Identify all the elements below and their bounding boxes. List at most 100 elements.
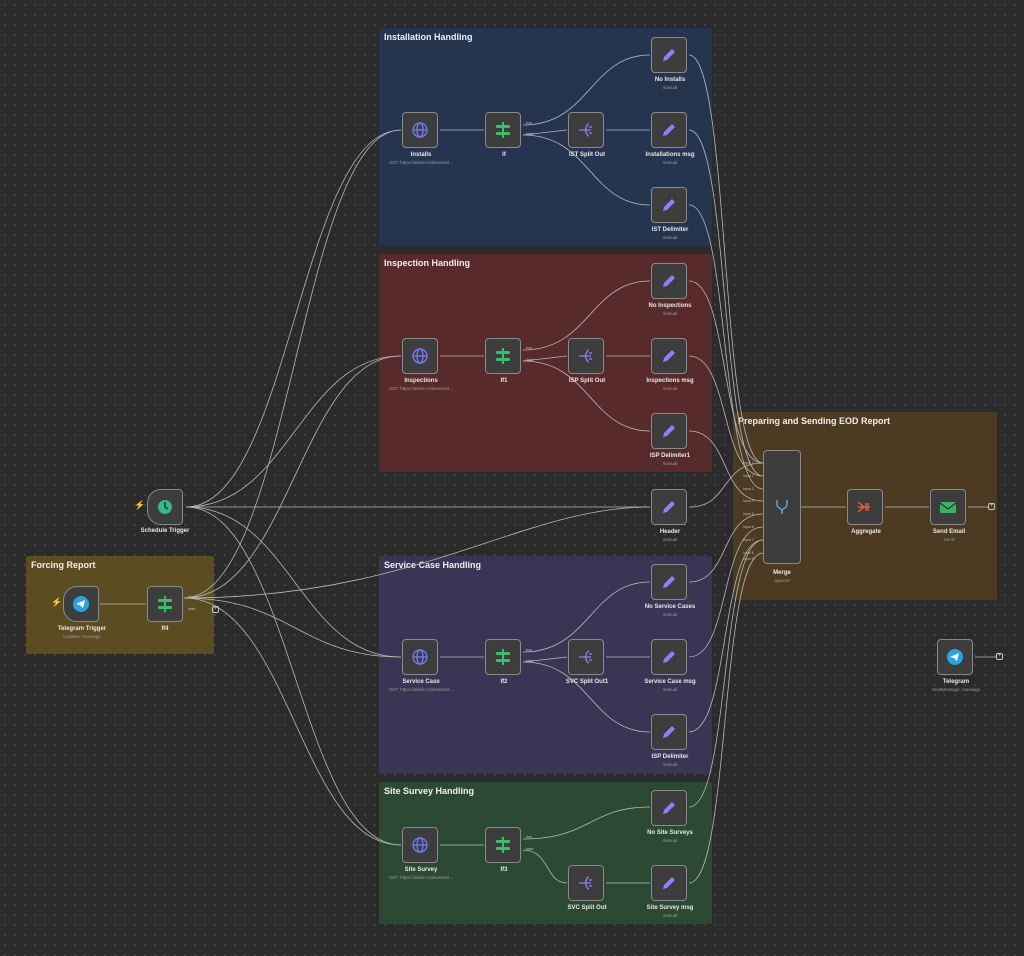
site-survey-node[interactable] [402, 827, 438, 863]
add-node-button[interactable]: + [988, 503, 995, 510]
if1-node[interactable] [485, 338, 521, 374]
node-label: If3 [500, 867, 508, 873]
aggregate-node[interactable] [847, 489, 883, 525]
split-out-icon [577, 347, 595, 365]
mail-icon [939, 498, 957, 516]
node-label: Header [659, 529, 681, 535]
send-email-node[interactable] [930, 489, 966, 525]
inspections-node[interactable] [402, 338, 438, 374]
merge-input-label: Input 3 [743, 487, 754, 491]
node-label: Telegram Trigger [57, 626, 107, 632]
clock-icon [156, 498, 174, 516]
isp-delimiter1-node[interactable] [651, 413, 687, 449]
ist-split-out-node[interactable] [568, 112, 604, 148]
no-service-cases-node[interactable] [651, 564, 687, 600]
true-port-label: true [526, 835, 533, 839]
node-label: Schedule Trigger [140, 528, 190, 534]
telegram-trigger-node[interactable] [63, 586, 99, 622]
pencil-icon [660, 196, 678, 214]
service-case-msg-node[interactable] [651, 639, 687, 675]
node-label: If1 [500, 378, 508, 384]
globe-icon [411, 648, 429, 666]
if-node[interactable] [485, 112, 521, 148]
group-title: Service Case Handling [384, 560, 482, 570]
add-node-button[interactable]: + [212, 606, 219, 613]
telegram-node[interactable] [937, 639, 973, 675]
merge-input-label: Input 2 [743, 474, 754, 478]
pencil-icon [660, 573, 678, 591]
group-title: Installation Handling [384, 32, 473, 42]
globe-icon [411, 347, 429, 365]
group-title: Forcing Report [31, 560, 96, 570]
node-subtitle: manual [662, 913, 678, 918]
isp-delimiter-node[interactable] [651, 714, 687, 750]
if-icon [156, 595, 174, 613]
false-port-label: false [526, 659, 534, 663]
no-installs-node[interactable] [651, 37, 687, 73]
true-port-label: true [526, 121, 533, 125]
pencil-icon [660, 347, 678, 365]
no-site-surveys-node[interactable] [651, 790, 687, 826]
node-subtitle: sendMessage: message [931, 687, 981, 692]
node-subtitle: manual [662, 762, 678, 767]
node-subtitle: manual [662, 235, 678, 240]
pencil-icon [660, 723, 678, 741]
globe-icon [411, 121, 429, 139]
svc-split-out-node[interactable] [568, 865, 604, 901]
node-label: No Site Surveys [647, 830, 693, 836]
node-subtitle: manual [662, 386, 678, 391]
split-out-icon [577, 874, 595, 892]
node-subtitle: Send [943, 537, 955, 542]
node-label: Send Email [932, 529, 966, 535]
if4-node[interactable] [147, 586, 183, 622]
pencil-icon [660, 422, 678, 440]
merge-input-label: Input 8 [743, 551, 754, 555]
node-label: No Inspections [648, 303, 692, 309]
node-subtitle: Updates: message [63, 634, 101, 639]
inspections-msg-node[interactable] [651, 338, 687, 374]
if3-node[interactable] [485, 827, 521, 863]
merge-input-label: Input 7 [743, 538, 754, 542]
node-label: Installs [410, 152, 432, 158]
node-label: No Installs [654, 77, 686, 83]
node-label: IST Split Out [569, 152, 605, 158]
node-label: Site Survey [404, 867, 438, 873]
schedule-trigger-node[interactable] [147, 489, 183, 525]
pencil-icon [660, 46, 678, 64]
ist-delimiter-node[interactable] [651, 187, 687, 223]
isp-split-out-node[interactable] [568, 338, 604, 374]
true-port-label: true [526, 648, 533, 652]
header-node[interactable] [651, 489, 687, 525]
node-label: If [502, 152, 506, 158]
node-label: Inspections [404, 378, 438, 384]
node-label: Service Case msg [644, 679, 696, 685]
node-label: ISP Split Out [568, 378, 606, 384]
installs-node[interactable] [402, 112, 438, 148]
merge-input-label: Input 9 [743, 557, 754, 561]
node-label: SVC Split Out [567, 905, 607, 911]
node-label: No Service Cases [644, 604, 696, 610]
connection-line [185, 506, 402, 846]
if2-node[interactable] [485, 639, 521, 675]
trigger-bolt-icon: ⚡ [134, 500, 146, 510]
add-node-button[interactable]: + [996, 653, 1003, 660]
node-subtitle: manual [662, 461, 678, 466]
service-case-node[interactable] [402, 639, 438, 675]
pencil-icon [660, 799, 678, 817]
svc-split-out1-node[interactable] [568, 639, 604, 675]
node-subtitle: manual [662, 160, 678, 165]
telegram-icon [72, 595, 90, 613]
connection-line [185, 129, 402, 508]
aggregate-icon [856, 498, 874, 516]
node-label: ISP Delimiter [651, 754, 689, 760]
pencil-icon [660, 874, 678, 892]
group-title: Site Survey Handling [384, 786, 475, 796]
telegram-icon [946, 648, 964, 666]
node-label: If4 [161, 626, 169, 632]
node-label: SVC Split Out1 [565, 679, 609, 685]
installations-msg-node[interactable] [651, 112, 687, 148]
merge-node[interactable] [763, 450, 801, 564]
no-inspections-node[interactable] [651, 263, 687, 299]
site-survey-msg-node[interactable] [651, 865, 687, 901]
group-title: Preparing and Sending EOD Report [738, 416, 891, 426]
